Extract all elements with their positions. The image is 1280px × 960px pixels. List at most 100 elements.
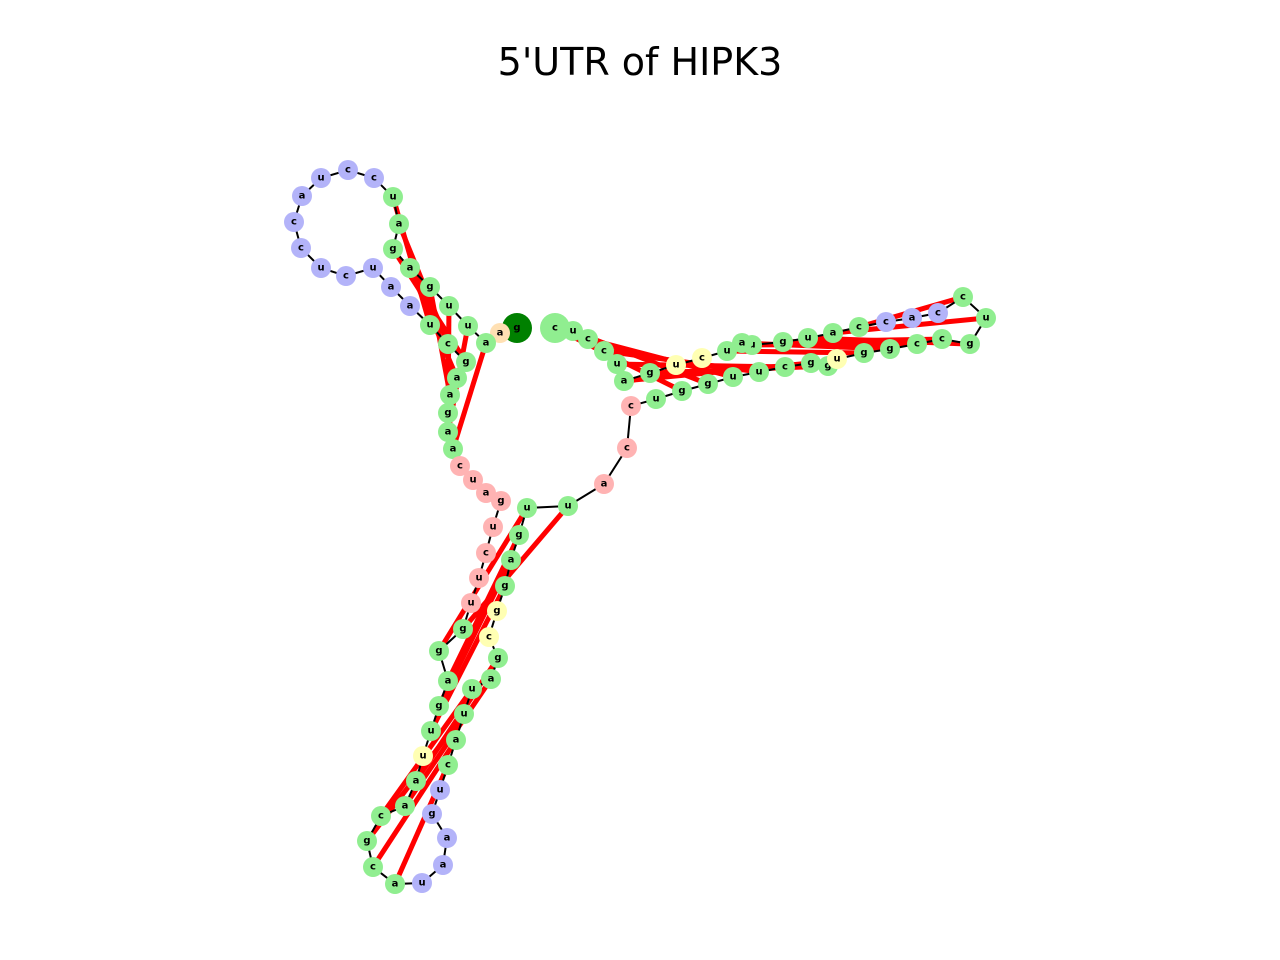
- nucleotide: c: [876, 312, 896, 332]
- nucleotide: g: [422, 804, 442, 824]
- nucleotide-circle: [429, 641, 449, 661]
- nucleotide-label: g: [779, 337, 786, 348]
- nucleotide-label: u: [427, 726, 434, 737]
- nucleotide: u: [976, 308, 996, 328]
- nucleotide-circle: [292, 186, 312, 206]
- nucleotide: g: [488, 648, 508, 668]
- nucleotide-circle: [443, 439, 463, 459]
- nucleotide: c: [438, 334, 458, 354]
- nucleotide: a: [381, 277, 401, 297]
- nucleotide-label: u: [436, 785, 443, 796]
- nucleotide-label: g: [494, 653, 501, 664]
- nucleotide-label: c: [345, 165, 351, 176]
- nucleotide-label: g: [515, 530, 522, 541]
- nucleotide: u: [363, 258, 383, 278]
- nucleotide-circle: [476, 543, 496, 563]
- nucleotide-circle: [749, 362, 769, 382]
- nucleotide: c: [617, 438, 637, 458]
- nucleotide: a: [433, 855, 453, 875]
- nucleotide-label: a: [447, 390, 454, 401]
- nucleotide: c: [932, 329, 952, 349]
- nucleotide: a: [437, 828, 457, 848]
- nucleotide-circle: [383, 239, 403, 259]
- nucleotide-circle: [385, 874, 405, 894]
- nucleotide-label: g: [501, 581, 508, 592]
- nucleotide: u: [454, 704, 474, 724]
- nucleotide: u: [469, 568, 489, 588]
- nucleotide-circle: [907, 334, 927, 354]
- nucleotide-circle: [438, 403, 458, 423]
- nucleotide: u: [311, 168, 331, 188]
- nucleotide-label: g: [513, 323, 520, 334]
- nucleotide: c: [775, 357, 795, 377]
- nucleotide-label: a: [488, 674, 495, 685]
- nucleotide-circle: [469, 568, 489, 588]
- nucleotide-label: u: [723, 346, 730, 357]
- nucleotide-circle: [501, 550, 521, 570]
- nucleotide-circle: [438, 422, 458, 442]
- nucleotide-circle: [953, 287, 973, 307]
- nucleotide: g: [487, 601, 507, 621]
- nucleotide: u: [430, 780, 450, 800]
- nucleotide-label: g: [824, 361, 831, 372]
- nucleotide: g: [491, 491, 511, 511]
- nucleotide: g: [429, 641, 449, 661]
- nucleotide-circle: [381, 277, 401, 297]
- nucleotide-circle: [849, 317, 869, 337]
- nucleotide-label: a: [440, 860, 447, 871]
- nucleotide: g: [801, 353, 821, 373]
- nucleotide-circle: [732, 333, 752, 353]
- nucleotide-circle: [461, 593, 481, 613]
- nucleotide-label: u: [564, 501, 571, 512]
- nucleotide-label: u: [418, 878, 425, 889]
- nucleotide: g: [509, 525, 529, 545]
- nucleotide-label: c: [939, 334, 945, 345]
- nucleotide-label: g: [435, 701, 442, 712]
- nucleotide: c: [291, 238, 311, 258]
- nucleotide-label: u: [613, 359, 620, 370]
- nucleotide-circle: [371, 806, 391, 826]
- nucleotide-label: g: [646, 368, 653, 379]
- nucleotide: a: [614, 371, 634, 391]
- nucleotide-circle: [801, 353, 821, 373]
- nucleotide: a: [732, 333, 752, 353]
- nucleotide-label: u: [467, 598, 474, 609]
- nucleotide-label: g: [426, 282, 433, 293]
- nucleotide-label: a: [454, 373, 461, 384]
- nucleotide-circle: [621, 396, 641, 416]
- nucleotide-label: a: [450, 444, 457, 455]
- nucleotide-circle: [454, 704, 474, 724]
- nucleotide-circle: [640, 363, 660, 383]
- nucleotide: u: [827, 349, 847, 369]
- nucleotides: gaauugagauccuaccucuaaucgaagaacuagucuugga…: [284, 160, 996, 894]
- nucleotide-circle: [932, 329, 952, 349]
- nucleotide: g: [672, 381, 692, 401]
- nucleotide-label: c: [960, 292, 966, 303]
- base-pair-bonds: [370, 204, 978, 877]
- nucleotide-label: a: [388, 282, 395, 293]
- nucleotide-label: u: [426, 320, 433, 331]
- nucleotide-circle: [438, 671, 458, 691]
- nucleotide-circle: [578, 329, 598, 349]
- nucleotide-label: u: [833, 354, 840, 365]
- nucleotide-label: g: [704, 379, 711, 390]
- nucleotide-label: g: [497, 496, 504, 507]
- nucleotide-label: g: [807, 358, 814, 369]
- nucleotide-label: g: [435, 646, 442, 657]
- nucleotide: a: [490, 323, 510, 343]
- nucleotide-circle: [876, 312, 896, 332]
- nucleotide-circle: [420, 315, 440, 335]
- nucleotide-circle: [698, 374, 718, 394]
- nucleotide-label: a: [392, 879, 399, 890]
- nucleotide: u: [412, 873, 432, 893]
- nucleotide-label: c: [445, 339, 451, 350]
- nucleotide-label: g: [363, 836, 370, 847]
- nucleotide: c: [284, 212, 304, 232]
- nucleotide-circle: [446, 730, 466, 750]
- nucleotide: g: [773, 332, 793, 352]
- nucleotide-label: a: [621, 376, 628, 387]
- nucleotide-circle: [614, 371, 634, 391]
- nucleotide-label: u: [389, 192, 396, 203]
- nucleotide: c: [338, 160, 358, 180]
- nucleotide-circle: [453, 619, 473, 639]
